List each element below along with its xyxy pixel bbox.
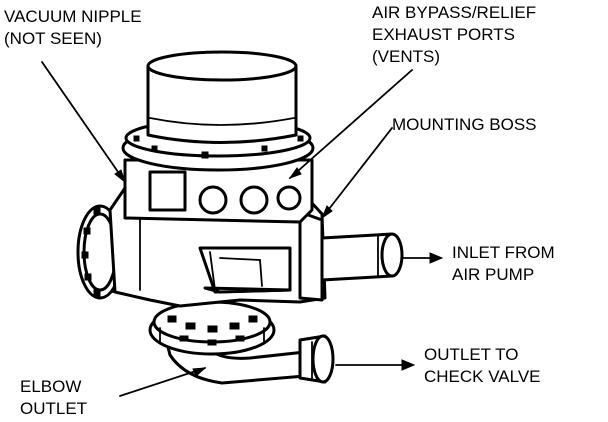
vent-port: [239, 185, 269, 215]
vent-band: [123, 158, 314, 224]
valve-illustration: [76, 50, 404, 385]
vent-port: [198, 185, 228, 215]
inlet-pipe: [320, 232, 404, 282]
label-vacuum-nipple: VACUUM NIPPLE (NOT SEEN): [4, 7, 146, 48]
lower-flange-ring: [148, 300, 276, 356]
label-air-bypass: AIR BYPASS/RELIEF EXHAUST PORTS (VENTS): [372, 3, 541, 66]
label-outlet: OUTLET TO CHECK VALVE: [424, 345, 541, 386]
label-inlet: INLET FROM AIR PUMP: [452, 243, 559, 284]
label-elbow: ELBOW OUTLET: [20, 377, 87, 418]
leader-lines: [41, 61, 444, 397]
top-cap: [146, 50, 298, 144]
vent-port: [276, 185, 302, 211]
label-mounting-boss: MOUNTING BOSS: [392, 115, 537, 134]
